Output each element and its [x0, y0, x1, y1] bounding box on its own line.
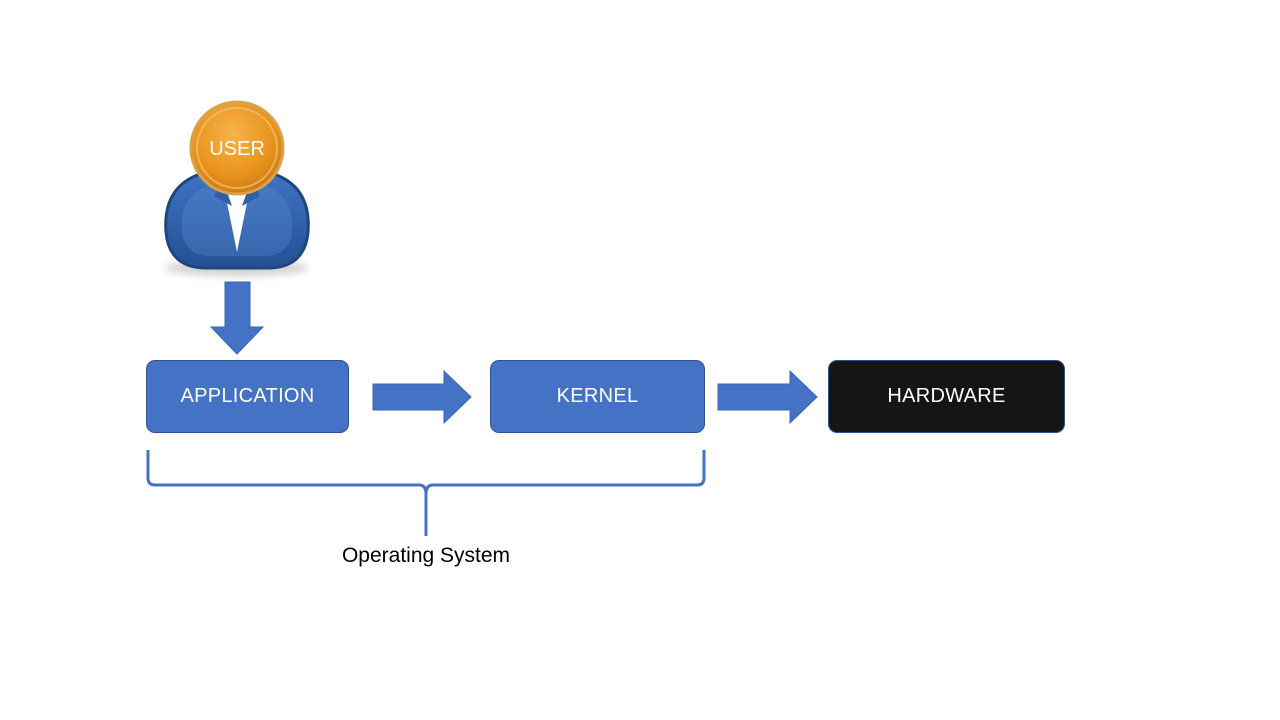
user-person-icon: USER [164, 100, 310, 276]
application-label: APPLICATION [180, 385, 315, 407]
hardware-label: HARDWARE [887, 385, 1006, 407]
arrow-kernel-to-hardware [717, 369, 818, 425]
arrow-application-to-kernel [372, 369, 472, 425]
user-head-shape [189, 100, 285, 196]
user-label: USER [209, 138, 265, 160]
user-collar-shape [222, 178, 252, 252]
hardware-box: HARDWARE [828, 360, 1065, 433]
arrow-user-to-application [209, 281, 265, 355]
kernel-box: KERNEL [490, 360, 705, 433]
operating-system-label: Operating System [341, 544, 511, 567]
operating-system-brace [146, 450, 706, 536]
application-box: APPLICATION [146, 360, 349, 433]
kernel-label: KERNEL [556, 385, 639, 407]
